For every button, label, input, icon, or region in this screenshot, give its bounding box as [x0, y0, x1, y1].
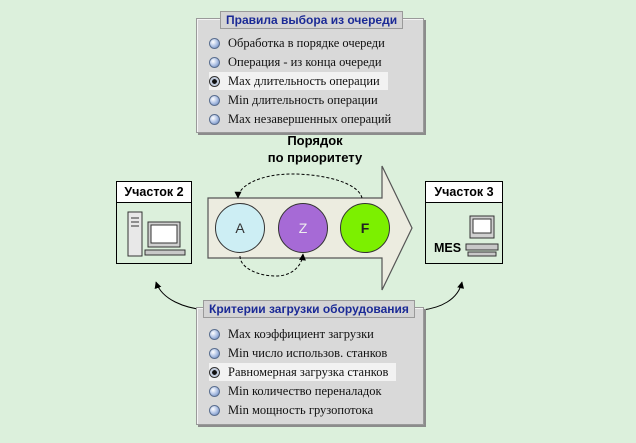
priority-label-line1: Порядок — [287, 133, 343, 148]
queue-item-a-letter: A — [235, 220, 245, 236]
queue-item-a: A — [215, 203, 265, 253]
radio-icon[interactable] — [209, 385, 220, 397]
radio-selected-icon[interactable] — [209, 75, 220, 87]
load-criteria-option-2-label: Min число использов. станков — [228, 345, 388, 360]
load-criteria-option-1[interactable]: Max коэффициент загрузки — [209, 325, 374, 343]
radio-icon[interactable] — [209, 37, 220, 49]
load-criteria-option-1-label: Max коэффициент загрузки — [228, 326, 374, 341]
queue-item-z: Z — [278, 203, 328, 253]
queue-rule-option-4-label: Min длительность операции — [228, 92, 378, 107]
queue-rules-title: Правила выбора из очереди — [220, 11, 404, 29]
load-criteria-option-4[interactable]: Min количество переналадок — [209, 382, 382, 400]
station-right-title-text: Участок 3 — [434, 185, 494, 199]
radio-selected-icon[interactable] — [209, 366, 220, 378]
station-left-title: Участок 2 — [116, 181, 192, 203]
queue-rule-option-2-label: Операция - из конца очереди — [228, 54, 382, 69]
queue-rule-option-5[interactable]: Max незавершенных операций — [209, 110, 391, 128]
queue-rules-panel: Обработка в порядке очереди Операция - и… — [196, 18, 424, 133]
priority-label: Порядок по приоритету — [240, 132, 390, 166]
load-criteria-panel: Max коэффициент загрузки Min число испол… — [196, 307, 424, 425]
queue-rule-option-5-label: Max незавершенных операций — [228, 111, 392, 126]
radio-icon[interactable] — [209, 404, 220, 416]
radio-icon[interactable] — [209, 328, 220, 340]
queue-item-f-letter: F — [360, 220, 370, 236]
load-criteria-title: Критерии загрузки оборудования — [203, 300, 415, 318]
queue-rule-option-4[interactable]: Min длительность операции — [209, 91, 378, 109]
station-right-title: Участок 3 — [425, 181, 503, 203]
queue-item-f: F — [340, 203, 390, 253]
station-left-title-text: Участок 2 — [124, 185, 184, 199]
queue-rule-option-2[interactable]: Операция - из конца очереди — [209, 53, 382, 71]
workstation-icon — [127, 211, 186, 257]
load-criteria-option-5[interactable]: Min мощность грузопотока — [209, 401, 373, 419]
priority-label-line2: по приоритету — [267, 150, 363, 165]
radio-icon[interactable] — [209, 347, 220, 359]
connector-right — [421, 281, 465, 311]
connector-left — [154, 281, 206, 311]
queue-item-z-letter: Z — [298, 220, 308, 236]
queue-rule-option-3-label: Max длительность операции — [228, 73, 380, 88]
radio-icon[interactable] — [209, 113, 220, 125]
queue-rule-option-1-label: Обработка в порядке очереди — [228, 35, 385, 50]
queue-rule-option-1[interactable]: Обработка в порядке очереди — [209, 34, 385, 52]
monitor-icon — [465, 215, 499, 257]
dashed-arrow-bottom — [239, 253, 306, 277]
load-criteria-option-3[interactable]: Равномерная загрузка станков — [209, 363, 397, 381]
load-criteria-option-3-label: Равномерная загрузка станков — [228, 364, 389, 379]
dashed-arrow-top — [234, 173, 363, 199]
load-criteria-option-4-label: Min количество переналадок — [228, 383, 382, 398]
queue-rule-option-3[interactable]: Max длительность операции — [209, 72, 388, 90]
radio-icon[interactable] — [209, 56, 220, 68]
load-criteria-option-5-label: Min мощность грузопотока — [228, 402, 374, 417]
radio-icon[interactable] — [209, 94, 220, 106]
station-right-body — [425, 202, 503, 264]
load-criteria-option-2[interactable]: Min число использов. станков — [209, 344, 387, 362]
station-left-body — [116, 202, 192, 264]
station-right-mes-label: MES — [434, 241, 462, 255]
